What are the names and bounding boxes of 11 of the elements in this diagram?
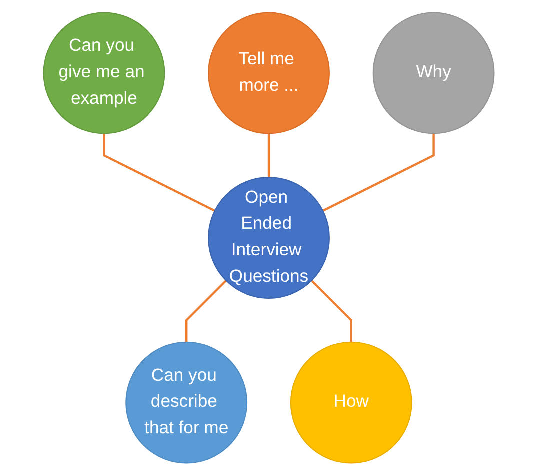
node-circle: Can you describe that for me — [126, 342, 248, 464]
connector — [186, 280, 228, 342]
node-circle: Why — [372, 12, 495, 134]
node-circle: Open Ended Interview Questions — [208, 177, 330, 299]
connector — [103, 134, 216, 212]
connector — [310, 280, 352, 342]
node-circle: Can you give me an example — [43, 12, 166, 134]
connector — [268, 134, 270, 178]
node-circle: Tell me more ... — [208, 12, 330, 134]
connector — [322, 134, 435, 212]
node-circle: How — [290, 342, 412, 464]
